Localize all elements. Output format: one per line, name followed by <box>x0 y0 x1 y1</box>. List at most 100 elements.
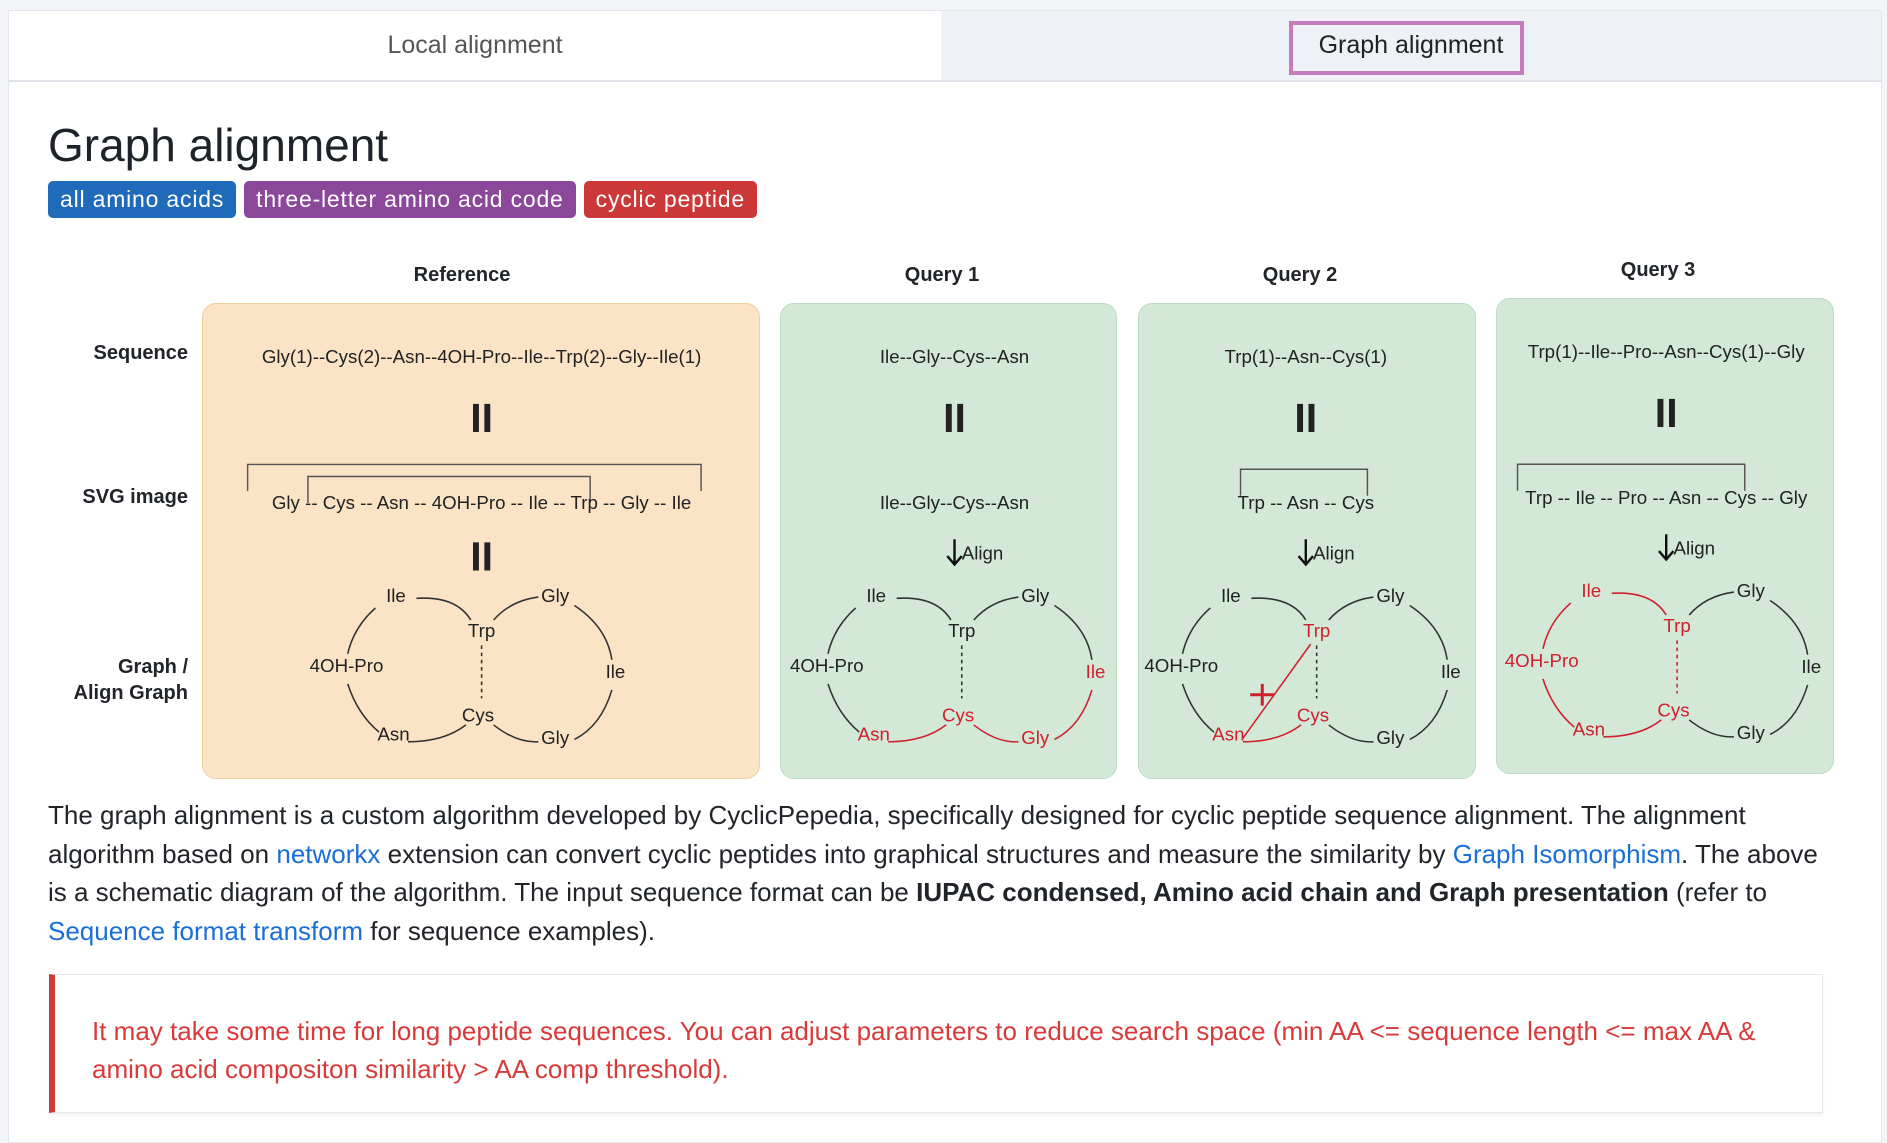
graph-node-ile1: Ile <box>866 585 886 606</box>
panel-diagram: Trp(1)--Ile--Pro--Asn--Cys(1)--GlyIITrp … <box>1505 341 1821 743</box>
graph-node-cys: Cys <box>1657 699 1689 720</box>
header-query-2: Query 2 <box>1262 264 1338 286</box>
graph-node-ile1: Ile <box>1581 580 1601 601</box>
graph-node-trp: Trp <box>1663 615 1690 636</box>
graph-node-asn: Asn <box>1212 724 1244 745</box>
graph-edge-ile1-pro <box>1542 602 1572 649</box>
equals-symbol: II <box>1655 390 1678 436</box>
graph-edge-ile1-pro <box>1181 607 1211 654</box>
down-arrow-icon <box>1297 539 1314 567</box>
down-arrow-icon <box>1658 534 1675 562</box>
graph-edge-pro-asn <box>827 683 860 733</box>
input-formats: IUPAC condensed, Amino acid chain and Gr… <box>916 877 1669 908</box>
graph-node-asn: Asn <box>377 724 409 745</box>
graph-node-ile2: Ile <box>606 661 626 682</box>
graph-edge-gly1-ile2 <box>1409 604 1448 660</box>
graph-edge-ile2-gly2 <box>574 689 613 741</box>
ring-bracket <box>307 475 591 504</box>
graph-edge-trp-gly1 <box>1328 596 1374 621</box>
graph-edge-cys-gly2 <box>1688 719 1734 738</box>
graph-edge-pro-asn <box>1542 678 1575 728</box>
graph-edge-trp-gly1 <box>973 596 1019 621</box>
graph-node-trp: Trp <box>948 620 975 641</box>
graph-edge-ile2-gly2 <box>1054 689 1093 741</box>
graph-node-gly2: Gly <box>541 727 570 748</box>
graph-edge-asn-cys <box>408 724 467 743</box>
equals-symbol: II <box>1294 395 1317 441</box>
graph-edge-asn-cys <box>1242 724 1302 743</box>
graph-node-gly1: Gly <box>1021 585 1050 606</box>
tab-local-alignment[interactable]: Local alignment <box>9 11 941 82</box>
reference-panel: Gly(1)--Cys(2)--Asn--4OH-Pro--Ile--Trp(2… <box>202 303 760 779</box>
graph-edge-pro-asn <box>346 683 380 733</box>
page-title: Graph alignment <box>48 119 389 171</box>
graph-edge-cys-gly2 <box>973 724 1019 743</box>
equals-symbol: II <box>470 534 493 580</box>
graph-node-gly1: Gly <box>1737 580 1766 601</box>
header-reference: Reference <box>413 264 511 286</box>
break-cross-icon <box>1250 683 1275 706</box>
panel-diagram: Ile--Gly--Cys--AsnIIIle--Gly--Cys--AsnAl… <box>790 346 1105 748</box>
tab-label: Local alignment <box>387 31 563 59</box>
graph-edge-ile1-trp <box>416 597 472 621</box>
graph-node-pro: 4OH-Pro <box>790 655 864 676</box>
graph-edge-asn-cys <box>1603 719 1662 738</box>
graph-node-cys: Cys <box>1297 704 1329 725</box>
sequence-text: Gly(1)--Cys(2)--Asn--4OH-Pro--Ile--Trp(2… <box>262 346 701 367</box>
graph-node-pro: 4OH-Pro <box>1505 650 1579 671</box>
description-text: (refer to <box>1668 877 1768 908</box>
graph-edge-trp-gly1 <box>1688 591 1734 616</box>
graph-edge-ile2-gly2 <box>1409 689 1448 741</box>
graph-edge-gly1-ile2 <box>1769 599 1809 655</box>
graph-node-ile2: Ile <box>1441 661 1461 682</box>
badge-cyclic-peptide: cyclic peptide <box>583 181 757 218</box>
header-query-3: Query 3 <box>1620 259 1696 281</box>
badge-all-amino-acids: all amino acids <box>48 181 237 218</box>
graph-node-cys: Cys <box>942 704 974 725</box>
tab-label: Graph alignment <box>1318 31 1504 59</box>
graph-node-trp: Trp <box>468 620 495 641</box>
networkx-link[interactable]: networkx <box>276 838 381 869</box>
header-query-1: Query 1 <box>904 264 980 286</box>
graph-node-gly1: Gly <box>1376 585 1405 606</box>
tag-badges: all amino acids three-letter amino acid … <box>48 181 757 218</box>
ring-bracket <box>1239 468 1369 496</box>
performance-warning-alert: It may take some time for long peptide s… <box>49 974 1823 1113</box>
graph-edge-pro-asn <box>1181 683 1215 733</box>
alert-text: It may take some time for long peptide s… <box>92 1016 1756 1084</box>
equals-symbol: II <box>943 395 966 441</box>
svg-sequence-text: Gly -- Cys -- Asn -- 4OH-Pro -- Ile -- T… <box>272 492 691 513</box>
graph-node-ile1: Ile <box>1221 585 1241 606</box>
row-label-graph: Graph / Align Graph <box>8 654 188 706</box>
sequence-format-transform-link[interactable]: Sequence format transform <box>48 915 364 946</box>
align-label: Align <box>1313 543 1355 564</box>
graph-isomorphism-link[interactable]: Graph Isomorphism <box>1452 838 1682 869</box>
graph-edge-gly1-ile2 <box>574 604 613 660</box>
equals-symbol: II <box>470 395 493 441</box>
row-label-graph-line1: Graph / <box>117 656 188 678</box>
sequence-text: Trp(1)--Asn--Cys(1) <box>1224 346 1387 367</box>
graph-edge-ile1-trp <box>1251 597 1307 621</box>
row-label-svg-image: SVG image <box>82 486 188 508</box>
down-arrow-icon <box>946 539 963 567</box>
graph-node-gly2: Gly <box>1737 722 1766 743</box>
graph-node-asn: Asn <box>1573 719 1605 740</box>
tab-graph-alignment[interactable]: Graph alignment <box>941 11 1881 82</box>
graph-node-cys: Cys <box>462 704 494 725</box>
graph-edge-ile2-gly2 <box>1769 684 1809 736</box>
graph-edge-ile1-pro <box>827 607 857 654</box>
row-label-graph-line2: Align Graph <box>73 682 188 704</box>
graph-edge-ile1-trp <box>1611 592 1667 616</box>
sequence-text: Trp(1)--Ile--Pro--Asn--Cys(1)--Gly <box>1528 341 1806 362</box>
description-text: for sequence examples). <box>363 915 655 946</box>
svg-sequence-text: Ile--Gly--Cys--Asn <box>880 492 1029 513</box>
graph-edge-cys-gly2 <box>1328 724 1374 743</box>
graph-edge-ile1-trp <box>896 597 952 621</box>
graph-node-ile2: Ile <box>1086 661 1106 682</box>
graph-node-ile1: Ile <box>386 585 406 606</box>
